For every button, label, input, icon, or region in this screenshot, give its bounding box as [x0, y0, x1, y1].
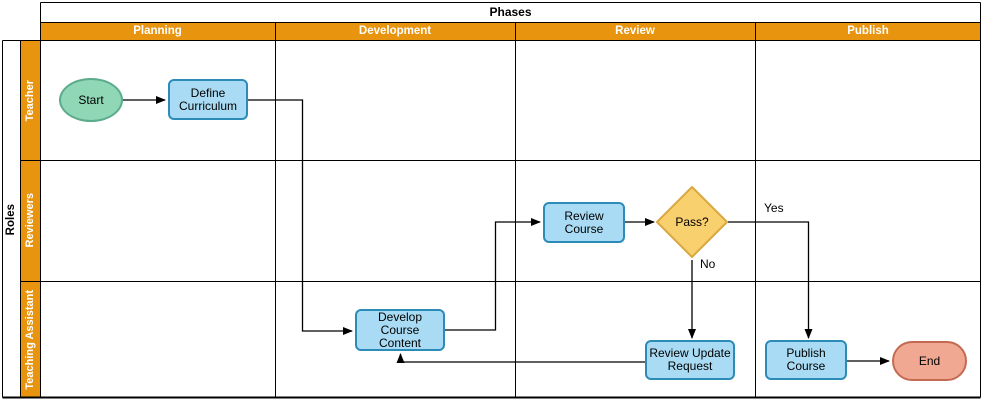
- edge-develop-to-review: [445, 218, 541, 331]
- node-end[interactable]: End: [892, 341, 967, 381]
- flow-edges: [123, 96, 890, 365]
- node-publish-course[interactable]: Publish Course: [765, 340, 847, 380]
- node-develop-course-content[interactable]: Develop Course Content: [355, 309, 445, 351]
- node-label: Define Curriculum: [178, 85, 237, 113]
- node-label: Start: [78, 92, 104, 107]
- phase-label: Planning: [133, 25, 182, 37]
- edge-review-update-to-develop: [396, 353, 645, 363]
- phase-label: Development: [358, 25, 432, 37]
- role-header-teaching-assistant: Teaching Assistant: [20, 281, 40, 398]
- node-label: Publish Course: [786, 346, 826, 373]
- phase-label: Publish: [847, 25, 889, 37]
- role-header-teacher: Teacher: [20, 41, 40, 160]
- node-review-update-request[interactable]: Review Update Request: [645, 340, 735, 380]
- phase-header-planning: Planning: [40, 22, 275, 40]
- phases-header: Phases: [40, 2, 981, 22]
- node-review-course[interactable]: Review Course: [543, 202, 625, 243]
- node-label: Develop Course Content: [377, 309, 423, 350]
- node-define-curriculum[interactable]: Define Curriculum: [168, 79, 248, 120]
- phase-label: Review: [615, 25, 655, 37]
- node-label: Review Update Request: [649, 346, 731, 373]
- decision-diamond-shape: [656, 186, 728, 258]
- node-pass-decision[interactable]: Pass?: [655, 185, 729, 259]
- node-label: Review Course: [564, 208, 604, 236]
- phases-title: Phases: [489, 5, 532, 19]
- edge-label-no: No: [700, 257, 716, 271]
- phase-header-development: Development: [275, 22, 515, 40]
- node-label: Pass?: [675, 214, 709, 229]
- roles-header: Roles: [2, 41, 20, 398]
- phase-header-publish: Publish: [755, 22, 981, 40]
- node-label: End: [918, 353, 941, 368]
- node-start[interactable]: Start: [59, 78, 123, 122]
- edge-label-yes: Yes: [764, 201, 784, 215]
- phase-header-review: Review: [515, 22, 755, 40]
- edge-define-to-develop: [248, 99, 353, 335]
- edge-decision-yes-to-publish: [728, 221, 813, 339]
- role-header-reviewers: Reviewers: [20, 160, 40, 281]
